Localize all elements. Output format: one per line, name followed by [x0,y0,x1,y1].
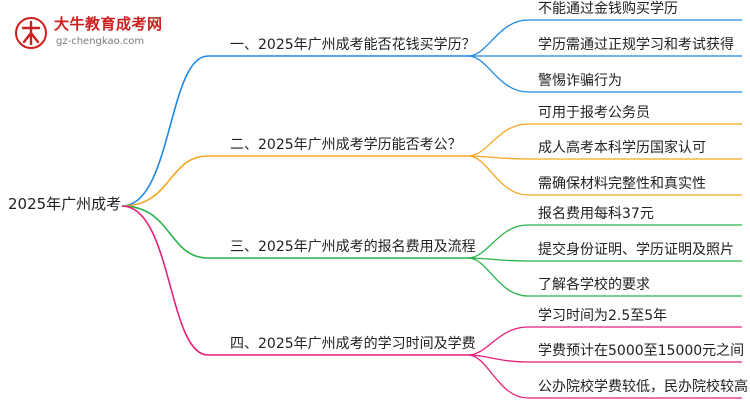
logo-mark-icon [15,17,47,49]
branch-1-leaf-1: 不能通过金钱购买学历 [538,1,678,17]
branch-3-label: 三、2025年广州成考的报名费用及流程 [230,239,476,255]
mindmap-edges [121,19,742,399]
branch-1-to-leaf-1-edge [467,19,529,57]
logo-title: 大牛教育成考网 [54,15,163,33]
branch-4-leaf-1: 学习时间为2.5至5年 [538,308,668,324]
root-to-branch-1-edge [121,55,209,207]
site-logo: 大牛教育成考网 gz-chengkao.com [12,14,162,54]
branch-4-leaf-3: 公办院校学费较低，民办院校较高 [538,379,748,395]
branch-2-to-leaf-2-edge [467,155,529,160]
branch-2-leaf-3: 需确保材料完整性和真实性 [538,176,706,192]
root-to-branch-4-edge [121,205,209,356]
branch-4-to-leaf-3-edge [467,354,529,399]
branch-2-to-leaf-1-edge [467,123,529,157]
root-to-branch-3-edge [121,205,209,259]
branch-2-label: 二、2025年广州成考学历能否考公？ [230,137,462,153]
branch-3-leaf-2: 提交身份证明、学历证明及照片 [538,242,734,258]
branch-2-leaf-2: 成人高考本科学历国家认可 [538,140,706,156]
logo-url: gz-chengkao.com [56,36,145,47]
branch-1-leaf-2: 学历需通过正规学习和考试获得 [538,37,734,53]
root-node: 2025年广州成考 [8,195,122,213]
root-to-branch-2-edge [121,155,209,207]
branch-4-to-leaf-1-edge [467,326,529,356]
branch-1-leaf-3: 警惕诈骗行为 [538,73,622,89]
branch-2-leaf-1: 可用于报考公务员 [538,105,650,121]
branch-3-leaf-1: 报名费用每科37元 [538,206,654,222]
branch-3-to-leaf-1-edge [467,224,529,259]
branch-1-to-leaf-3-edge [467,55,529,93]
branch-1-label: 一、2025年广州成考能否花钱买学历？ [230,37,476,53]
branch-4-label: 四、2025年广州成考的学习时间及学费 [230,336,476,352]
branch-3-leaf-3: 了解各学校的要求 [538,277,650,293]
branch-2-to-leaf-3-edge [467,155,529,196]
branch-3-to-leaf-3-edge [467,257,529,297]
branch-4-leaf-2: 学费预计在5000至15000元之间 [538,343,745,359]
